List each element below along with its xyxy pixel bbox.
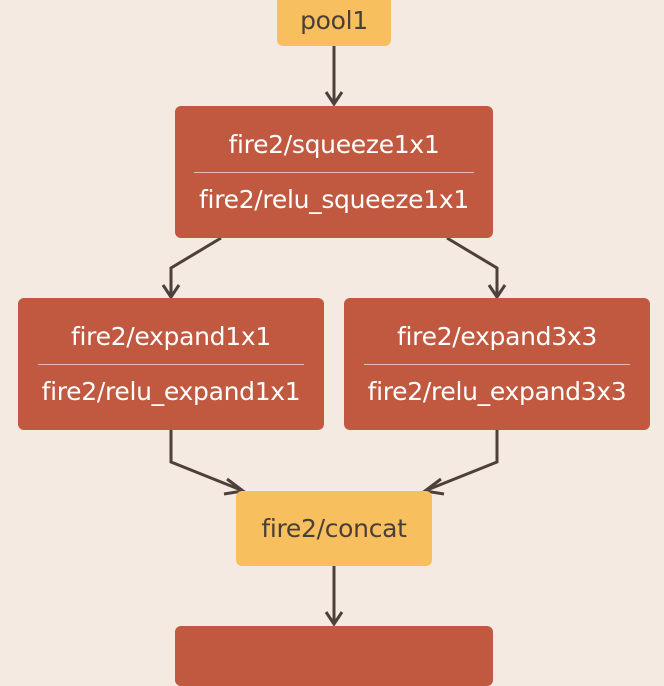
edge-squeeze-to-expand3x3 bbox=[446, 236, 499, 295]
node-concat-label: fire2/concat bbox=[261, 514, 407, 543]
edge-squeeze-to-expand1x1 bbox=[169, 236, 222, 295]
edge-expand1x1-to-concat bbox=[169, 430, 242, 492]
node-pool1[interactable]: pool1 bbox=[277, 0, 391, 46]
edges-layer bbox=[161, 46, 507, 627]
node-fire2-squeeze1x1[interactable]: fire2/squeeze1x1 fire2/relu_squeeze1x1 bbox=[175, 106, 493, 238]
node-separator bbox=[38, 364, 304, 365]
node-fire2-expand1x1[interactable]: fire2/expand1x1 fire2/relu_expand1x1 bbox=[18, 298, 324, 430]
arrowhead-next bbox=[324, 611, 344, 627]
node-fire2-concat[interactable]: fire2/concat bbox=[236, 491, 432, 566]
arrowhead-squeeze bbox=[324, 91, 344, 107]
node-layer-label: fire2/expand3x3 bbox=[397, 322, 597, 351]
arrowhead-expand3x3 bbox=[487, 284, 507, 300]
node-activation-label: fire2/relu_expand1x1 bbox=[41, 377, 301, 406]
node-activation-label: fire2/relu_squeeze1x1 bbox=[199, 185, 469, 214]
node-fire2-expand3x3[interactable]: fire2/expand3x3 fire2/relu_expand3x3 bbox=[344, 298, 650, 430]
node-pool1-label: pool1 bbox=[300, 5, 368, 35]
arrowhead-expand1x1 bbox=[161, 284, 181, 300]
node-separator bbox=[364, 364, 630, 365]
node-next-partial[interactable] bbox=[175, 626, 493, 686]
node-separator bbox=[194, 172, 474, 173]
edge-expand3x3-to-concat bbox=[426, 430, 499, 492]
node-layer-label: fire2/squeeze1x1 bbox=[228, 130, 440, 159]
node-activation-label: fire2/relu_expand3x3 bbox=[367, 377, 627, 406]
node-layer-label: fire2/expand1x1 bbox=[71, 322, 271, 351]
